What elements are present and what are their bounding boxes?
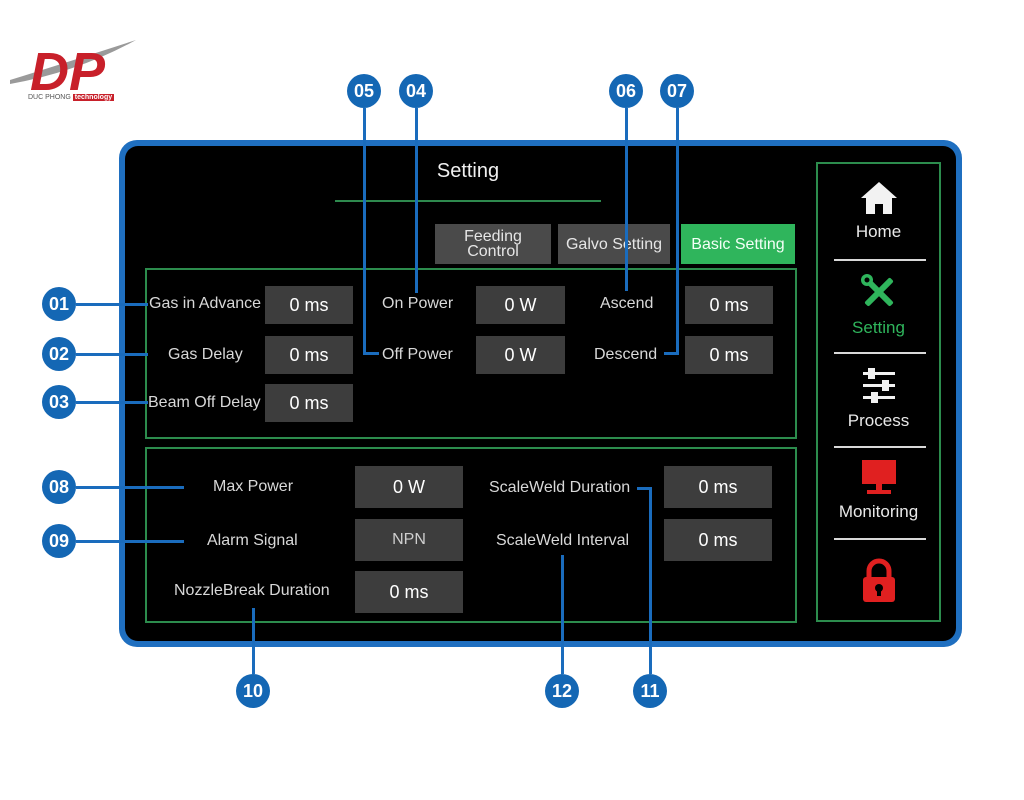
- tab-feeding-label-2: Control: [467, 243, 519, 260]
- callout-03: 03: [42, 385, 76, 419]
- scaleweld-interval-label: ScaleWeld Interval: [496, 532, 630, 549]
- descend-label: Descend: [594, 346, 658, 363]
- off-power-field[interactable]: 0 W: [476, 336, 565, 374]
- gas-delay-field[interactable]: 0 ms: [265, 336, 353, 374]
- tab-basic-setting[interactable]: Basic Setting: [681, 224, 795, 264]
- sidebar-item-home[interactable]: Home: [818, 180, 939, 242]
- max-power-label: Max Power: [213, 478, 294, 495]
- beam-off-delay-field[interactable]: 0 ms: [265, 384, 353, 422]
- callout-01: 01: [42, 287, 76, 321]
- sidebar-item-process[interactable]: Process: [818, 367, 939, 431]
- process-label: Process: [847, 411, 910, 430]
- callout-09: 09: [42, 524, 76, 558]
- sidebar-item-lock[interactable]: [818, 558, 939, 610]
- callout-line-11-elbow: [637, 487, 652, 490]
- sidebar-divider: [834, 259, 926, 261]
- callout-line-09: [76, 540, 184, 543]
- callout-line-07: [676, 108, 679, 354]
- ascend-field[interactable]: 0 ms: [685, 286, 773, 324]
- callout-04: 04: [399, 74, 433, 108]
- ascend-label: Ascend: [600, 295, 654, 312]
- callout-06: 06: [609, 74, 643, 108]
- svg-text:DP: DP: [30, 42, 106, 102]
- descend-field[interactable]: 0 ms: [685, 336, 773, 374]
- scaleweld-duration-label: ScaleWeld Duration: [489, 479, 631, 496]
- alarm-signal-field[interactable]: NPN: [355, 519, 463, 561]
- beam-off-delay-label: Beam Off Delay: [148, 394, 261, 411]
- callout-line-01: [76, 303, 148, 306]
- home-icon: [860, 182, 897, 214]
- callout-line-04: [415, 108, 418, 293]
- callout-line-08: [76, 486, 184, 489]
- monitoring-label: Monitoring: [838, 502, 919, 521]
- callout-12: 12: [545, 674, 579, 708]
- sidebar-divider: [834, 446, 926, 448]
- sliders-icon: [862, 368, 895, 403]
- callout-11: 11: [633, 674, 667, 708]
- callout-line-05-elbow: [363, 352, 379, 355]
- sidebar-item-monitoring[interactable]: Monitoring: [818, 458, 939, 522]
- callout-05: 05: [347, 74, 381, 108]
- nozzle-break-label: NozzleBreak Duration: [174, 582, 330, 599]
- alarm-signal-label: Alarm Signal: [207, 532, 298, 549]
- tab-feeding-label-1: Feeding: [464, 228, 522, 245]
- dp-logo: DP: [10, 40, 136, 102]
- logo-tech: technology: [72, 94, 115, 101]
- callout-10: 10: [236, 674, 270, 708]
- callout-line-12: [561, 555, 564, 674]
- off-power-label: Off Power: [382, 346, 453, 363]
- logo-company: DUC PHONG: [28, 94, 71, 101]
- sidebar-nav: Home Setting Process Monitoring: [816, 162, 941, 622]
- tab-galvo-setting[interactable]: Galvo Setting: [558, 224, 670, 264]
- scaleweld-duration-field[interactable]: 0 ms: [664, 466, 772, 508]
- callout-line-07-elbow: [664, 352, 679, 355]
- logo-caption: DUC PHONG technology: [28, 94, 115, 101]
- gas-in-advance-field[interactable]: 0 ms: [265, 286, 353, 324]
- scaleweld-interval-field[interactable]: 0 ms: [664, 519, 772, 561]
- callout-line-02: [76, 353, 148, 356]
- on-power-label: On Power: [382, 295, 454, 312]
- sidebar-item-setting[interactable]: Setting: [818, 272, 939, 338]
- max-power-field[interactable]: 0 W: [355, 466, 463, 508]
- home-label: Home: [855, 222, 902, 241]
- setting-label: Setting: [852, 318, 905, 337]
- nozzle-break-field[interactable]: 0 ms: [355, 571, 463, 613]
- title-underline: [335, 200, 601, 202]
- gas-delay-label: Gas Delay: [168, 346, 243, 363]
- callout-line-10: [252, 608, 255, 674]
- callout-line-03: [76, 401, 148, 404]
- monitor-icon: [861, 460, 896, 494]
- callout-08: 08: [42, 470, 76, 504]
- sidebar-divider: [834, 538, 926, 540]
- callout-line-06: [625, 108, 628, 291]
- gas-in-advance-label: Gas in Advance: [149, 295, 262, 312]
- on-power-field[interactable]: 0 W: [476, 286, 565, 324]
- tools-icon: [860, 274, 893, 307]
- callout-02: 02: [42, 337, 76, 371]
- page-title: Setting: [436, 160, 500, 182]
- callout-line-05: [363, 108, 366, 354]
- callout-line-11: [649, 488, 652, 674]
- sidebar-divider: [834, 352, 926, 354]
- callout-07: 07: [660, 74, 694, 108]
- lock-icon: [862, 558, 895, 602]
- advanced-panel: [145, 447, 797, 623]
